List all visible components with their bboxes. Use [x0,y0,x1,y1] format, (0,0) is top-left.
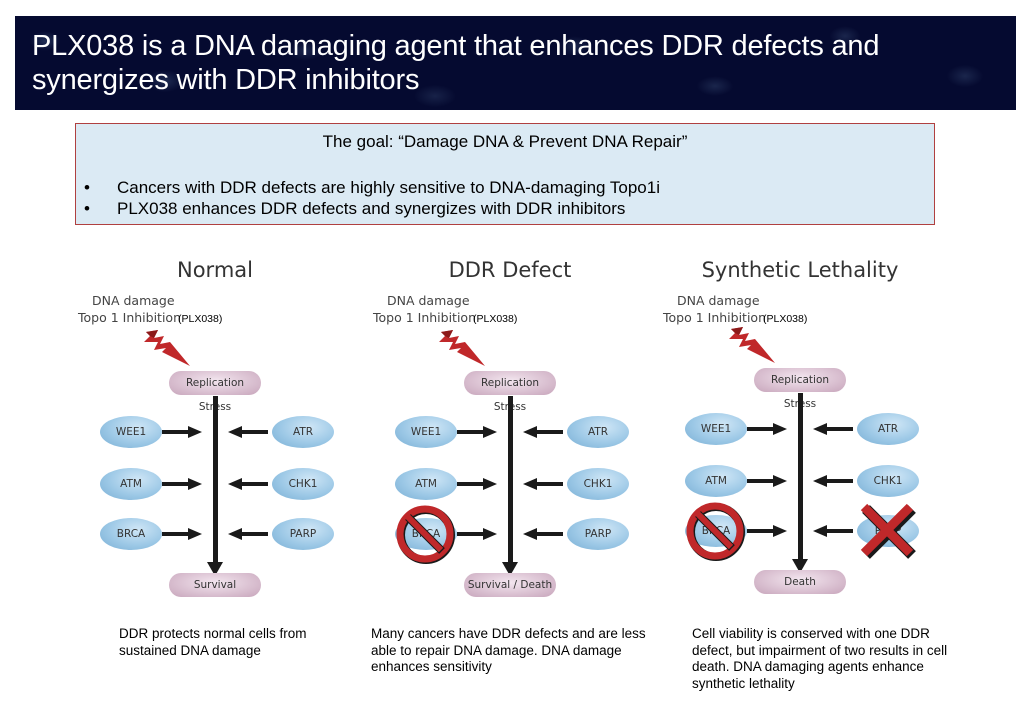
goal-title: The goal: “Damage DNA & Prevent DNA Repa… [322,132,688,151]
goal-bullet: • Cancers with DDR defects are highly se… [84,177,660,198]
arrow-left-icon [813,423,853,435]
node-parp: PARP [272,518,334,550]
agent-label: (PLX038) [473,313,518,325]
arrow-right-icon [747,525,787,537]
arrow-right-icon [162,426,202,438]
prohibited-icon [396,505,455,564]
arrow-right-icon [162,478,202,490]
pathway-line [798,393,803,561]
node-atr: ATR [567,416,629,448]
replication-stress-node: Replication Stress [464,371,556,413]
arrow-right-icon [457,478,497,490]
arrow-left-icon [813,525,853,537]
node-atr: ATR [272,416,334,448]
node-atm: ATM [685,465,747,497]
arrow-down-icon [207,562,223,576]
goal-bullet-text: Cancers with DDR defects are highly sens… [117,178,660,197]
pathway-line [508,396,513,564]
node-brca: BRCA [100,518,162,550]
arrow-left-icon [523,426,563,438]
goal-bullet: • PLX038 enhances DDR defects and synerg… [84,198,660,219]
caption-normal: DDR protects normal cells from sustained… [119,626,307,658]
node-wee1: WEE1 [100,416,162,448]
node-wee1: WEE1 [395,416,457,448]
node-parp: PARP [567,518,629,550]
arrow-left-icon [523,478,563,490]
node-chk1: CHK1 [567,468,629,500]
node-atm: ATM [100,468,162,500]
replication-stress-node: Replication Stress [754,368,846,410]
panel-title: Synthetic Lethality [701,258,899,282]
arrow-left-icon [228,426,268,438]
topo1-inhibition-label: Topo 1 Inhibition [663,310,766,325]
bullet-icon: • [84,199,90,218]
arrow-left-icon [228,478,268,490]
title-banner: PLX038 is a DNA damaging agent that enha… [15,16,1016,110]
panel-title: Normal [177,258,253,282]
panel-title: DDR Defect [448,258,572,282]
dna-damage-label: DNA damage [677,293,760,308]
agent-label: (PLX038) [763,313,808,325]
node-wee1: WEE1 [685,413,747,445]
pathway-line [213,396,218,564]
arrow-right-icon [457,528,497,540]
arrow-left-icon [813,475,853,487]
node-chk1: CHK1 [272,468,334,500]
lightning-bolt-icon [729,327,775,363]
goal-bullet-text: PLX038 enhances DDR defects and synergiz… [117,199,626,218]
topo1-inhibition-label: Topo 1 Inhibition [373,310,476,325]
arrow-down-icon [502,562,518,576]
arrow-left-icon [523,528,563,540]
node-atr: ATR [857,413,919,445]
arrow-left-icon [228,528,268,540]
lightning-bolt-icon [439,330,485,366]
dna-damage-label: DNA damage [92,293,175,308]
lightning-bolt-icon [144,330,190,366]
outcome-node: Survival [169,573,261,597]
topo1-inhibition-label: Topo 1 Inhibition [78,310,181,325]
caption-ddr-defect: Many cancers have DDR defects and are le… [371,626,646,674]
replication-stress-node: Replication Stress [169,371,261,413]
dna-damage-label: DNA damage [387,293,470,308]
arrow-right-icon [747,475,787,487]
arrow-right-icon [747,423,787,435]
blocked-x-icon [860,503,916,559]
outcome-node: Survival / Death [464,573,556,597]
slide-title: PLX038 is a DNA damaging agent that enha… [32,30,880,96]
caption-synthetic-lethality: Cell viability is conserved with one DDR… [692,626,948,691]
node-atm: ATM [395,468,457,500]
prohibited-icon [686,502,745,561]
goal-bullet-list: • Cancers with DDR defects are highly se… [84,177,660,219]
arrow-right-icon [162,528,202,540]
arrow-right-icon [457,426,497,438]
agent-label: (PLX038) [178,313,223,325]
node-chk1: CHK1 [857,465,919,497]
bullet-icon: • [84,178,90,197]
goal-box: The goal: “Damage DNA & Prevent DNA Repa… [75,123,935,225]
outcome-node: Death [754,570,846,594]
arrow-down-icon [792,559,808,573]
